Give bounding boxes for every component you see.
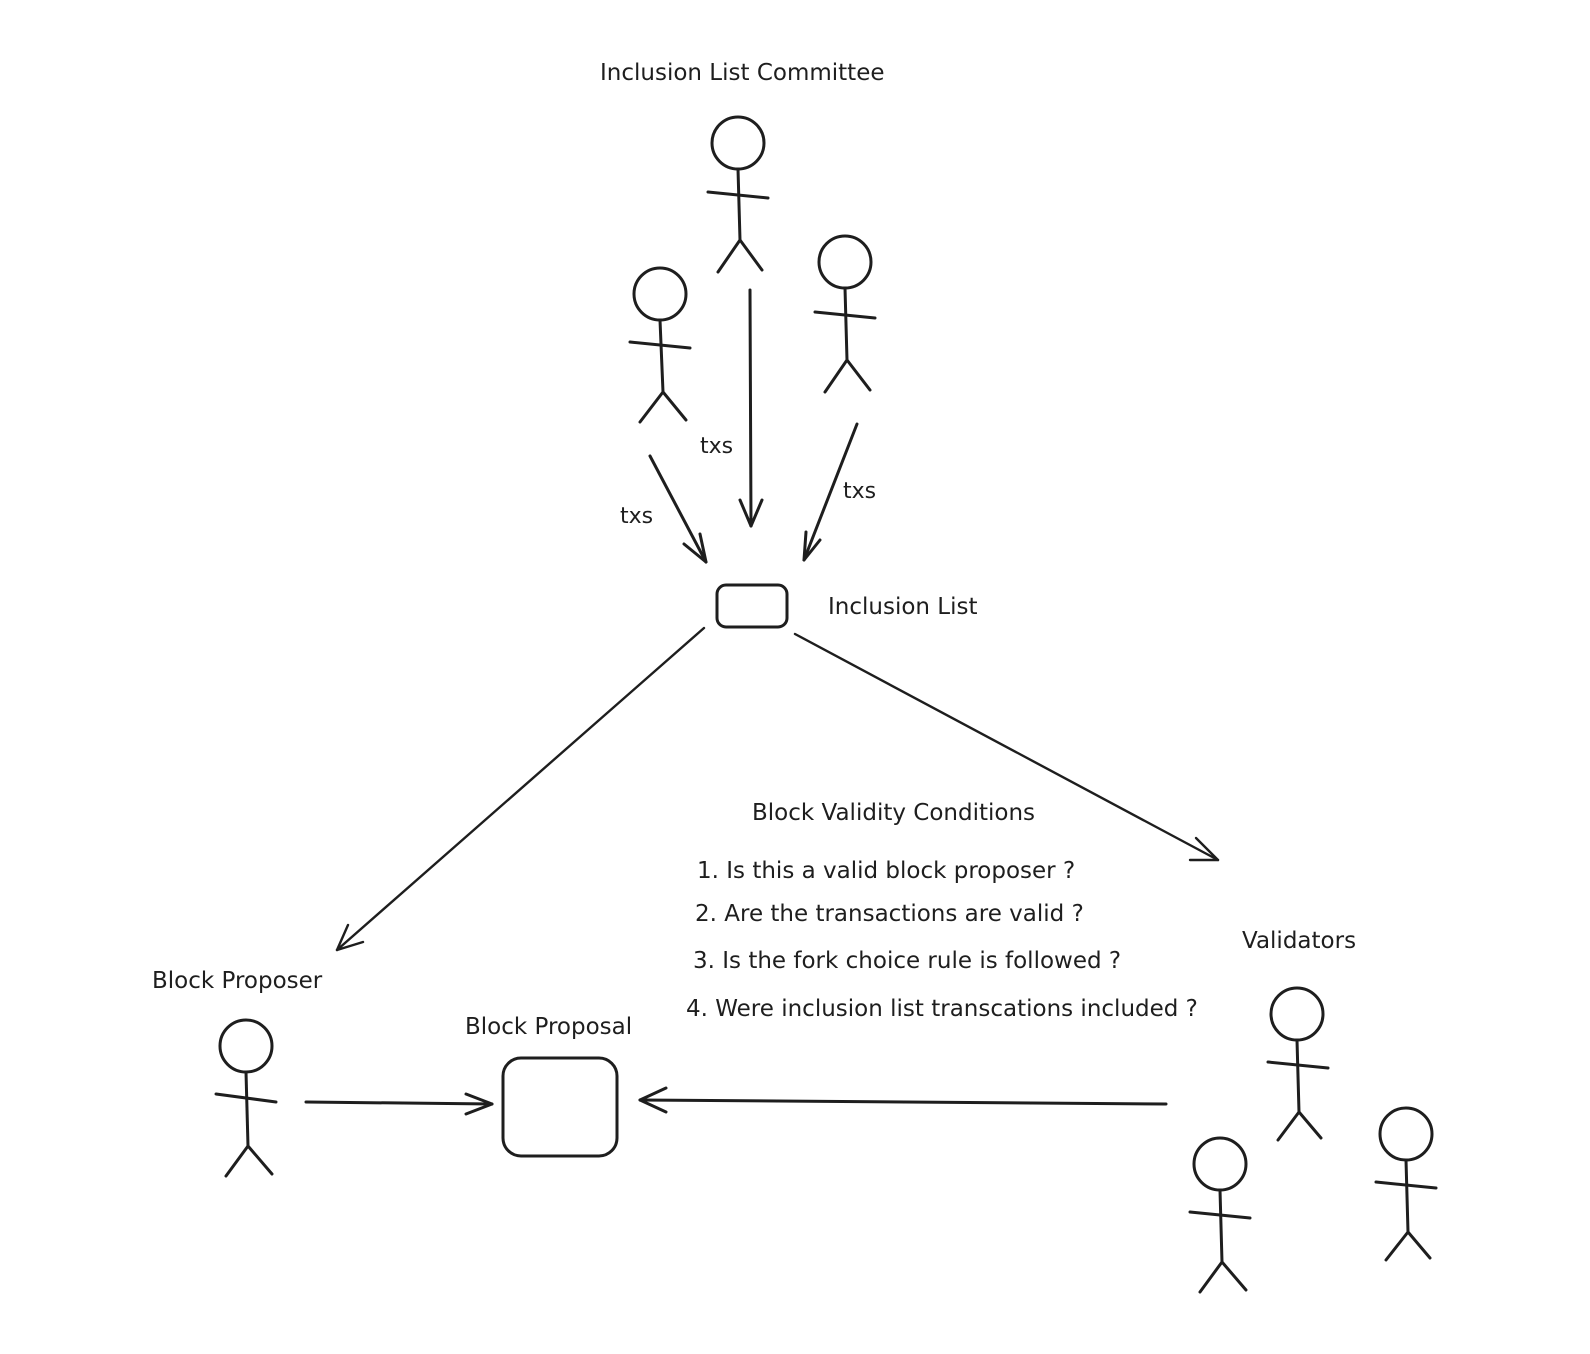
block-proposal-box [501, 1056, 619, 1158]
txs-arrow-center [738, 288, 764, 528]
conditions-title: Block Validity Conditions [752, 800, 1035, 826]
validator-left-figure [1188, 1136, 1252, 1294]
txs-label-center: txs [700, 434, 733, 459]
committee-label: Inclusion List Committee [600, 60, 885, 86]
txs-label-right: txs [843, 479, 876, 504]
condition-item-3: 3. Is the fork choice rule is followed ? [693, 948, 1121, 974]
arrow-proposer-to-proposal [304, 1092, 494, 1116]
txs-arrow-left [648, 454, 708, 564]
committee-member-top-figure [706, 115, 770, 274]
validators-label: Validators [1242, 928, 1356, 954]
condition-item-1: 1. Is this a valid block proposer ? [697, 858, 1075, 884]
condition-item-2: 2. Are the transactions are valid ? [695, 901, 1084, 927]
inclusion-list-box [715, 583, 789, 629]
validator-right-figure [1374, 1106, 1438, 1262]
block-proposer-figure [214, 1018, 278, 1178]
arrow-to-block-proposer [335, 626, 706, 952]
condition-item-4: 4. Were inclusion list transcations incl… [686, 996, 1198, 1022]
block-proposer-label: Block Proposer [152, 968, 323, 994]
txs-label-left: txs [620, 504, 653, 529]
validator-top-figure [1266, 986, 1330, 1142]
block-proposal-label: Block Proposal [465, 1014, 632, 1040]
txs-arrow-right [802, 422, 859, 562]
arrow-validators-to-proposal [638, 1086, 1168, 1114]
committee-member-left-figure [628, 266, 692, 424]
committee-member-right-figure [813, 234, 877, 394]
arrow-to-validators [793, 632, 1220, 862]
inclusion-list-label: Inclusion List [828, 594, 978, 620]
